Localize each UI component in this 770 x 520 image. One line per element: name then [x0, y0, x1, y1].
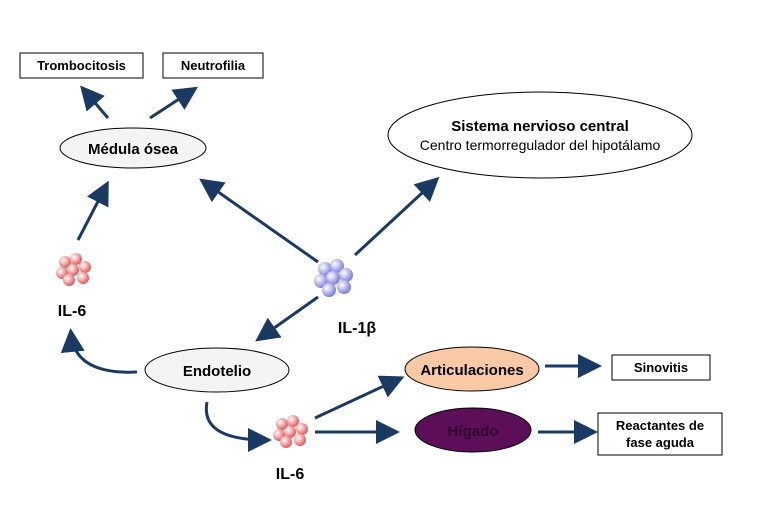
arrow-medula-trombocitosis: [80, 85, 110, 119]
higado-node: Hígado: [414, 407, 532, 453]
snc-node: Sistema nervioso central Centro termorre…: [387, 91, 693, 179]
reactantes-box: Reactantes de fase aguda: [597, 412, 723, 456]
il6-top-label: IL-6: [58, 303, 87, 320]
sinovitis-label: Sinovitis: [634, 360, 688, 375]
arrow-medula-neutrofilia: [149, 86, 199, 120]
reactantes-line2: fase aguda: [626, 435, 695, 450]
sinovitis-box: Sinovitis: [611, 354, 711, 381]
snc-title: Sistema nervioso central: [451, 118, 629, 135]
il6-bottom-label: IL-6: [276, 466, 305, 483]
endotelio-node: Endotelio: [144, 347, 290, 393]
il6-top-cluster-icon: [56, 253, 91, 286]
articulaciones-node: Articulaciones: [404, 346, 540, 392]
articulaciones-label: Articulaciones: [420, 362, 523, 379]
neutrofilia-label: Neutrofilia: [181, 58, 246, 73]
reactantes-line1: Reactantes de: [616, 418, 704, 433]
trombocitosis-label: Trombocitosis: [37, 58, 126, 73]
arrow-il6-medula: [76, 180, 109, 241]
endotelio-label: Endotelio: [183, 363, 251, 380]
arrow-endotelio-il6-top: [60, 328, 138, 374]
trombocitosis-box: Trombocitosis: [19, 52, 144, 79]
arrow-il1b-snc: [353, 176, 440, 257]
medula-osea-node: Médula ósea: [59, 127, 207, 169]
arrow-endotelio-il6-bottom: [204, 401, 272, 452]
arrow-il6-articulaciones: [314, 375, 405, 420]
arrow-il1b-medula: [199, 178, 319, 264]
higado-label: Hígado: [448, 423, 499, 440]
il1b-cluster-icon: [314, 259, 353, 297]
neutrofilia-box: Neutrofilia: [162, 52, 264, 79]
arrow-il1b-endotelio: [255, 295, 319, 342]
il6-bottom-cluster-icon: [273, 415, 308, 448]
medula-label: Médula ósea: [88, 141, 179, 158]
snc-subtitle: Centro termorregulador del hipotálamo: [420, 137, 661, 153]
il1b-label: IL-1β: [338, 320, 376, 337]
